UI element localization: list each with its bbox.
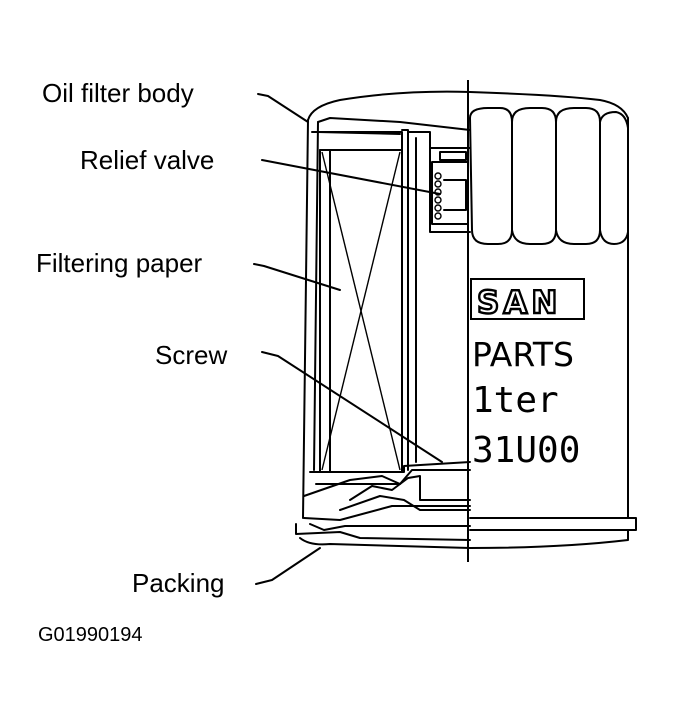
label-filtering-paper: Filtering paper bbox=[36, 248, 203, 278]
leader-filtering-paper bbox=[253, 263, 341, 291]
filter-cutaway bbox=[295, 117, 471, 549]
label-screw: Screw bbox=[155, 340, 227, 370]
leader-lines bbox=[253, 93, 443, 585]
label-relief-valve: Relief valve bbox=[80, 145, 214, 175]
leader-packing bbox=[255, 547, 321, 585]
figure-code: G01990194 bbox=[38, 624, 143, 646]
stamp-line-3: 31U00 bbox=[472, 430, 580, 471]
leader-oil-filter-body bbox=[257, 93, 309, 123]
filter-stamp: SAN PARTS 1ter 31U00 bbox=[470, 278, 585, 471]
stamp-line-1: PARTS bbox=[472, 335, 574, 374]
stamp-line-2: 1ter bbox=[472, 380, 559, 421]
brand-box bbox=[470, 278, 585, 320]
leader-screw bbox=[261, 351, 443, 463]
stamp-brand: SAN bbox=[477, 285, 561, 321]
label-packing: Packing bbox=[132, 568, 225, 598]
label-oil-filter-body: Oil filter body bbox=[42, 78, 194, 108]
leader-relief-valve bbox=[261, 159, 441, 195]
filter-exterior bbox=[307, 90, 637, 549]
